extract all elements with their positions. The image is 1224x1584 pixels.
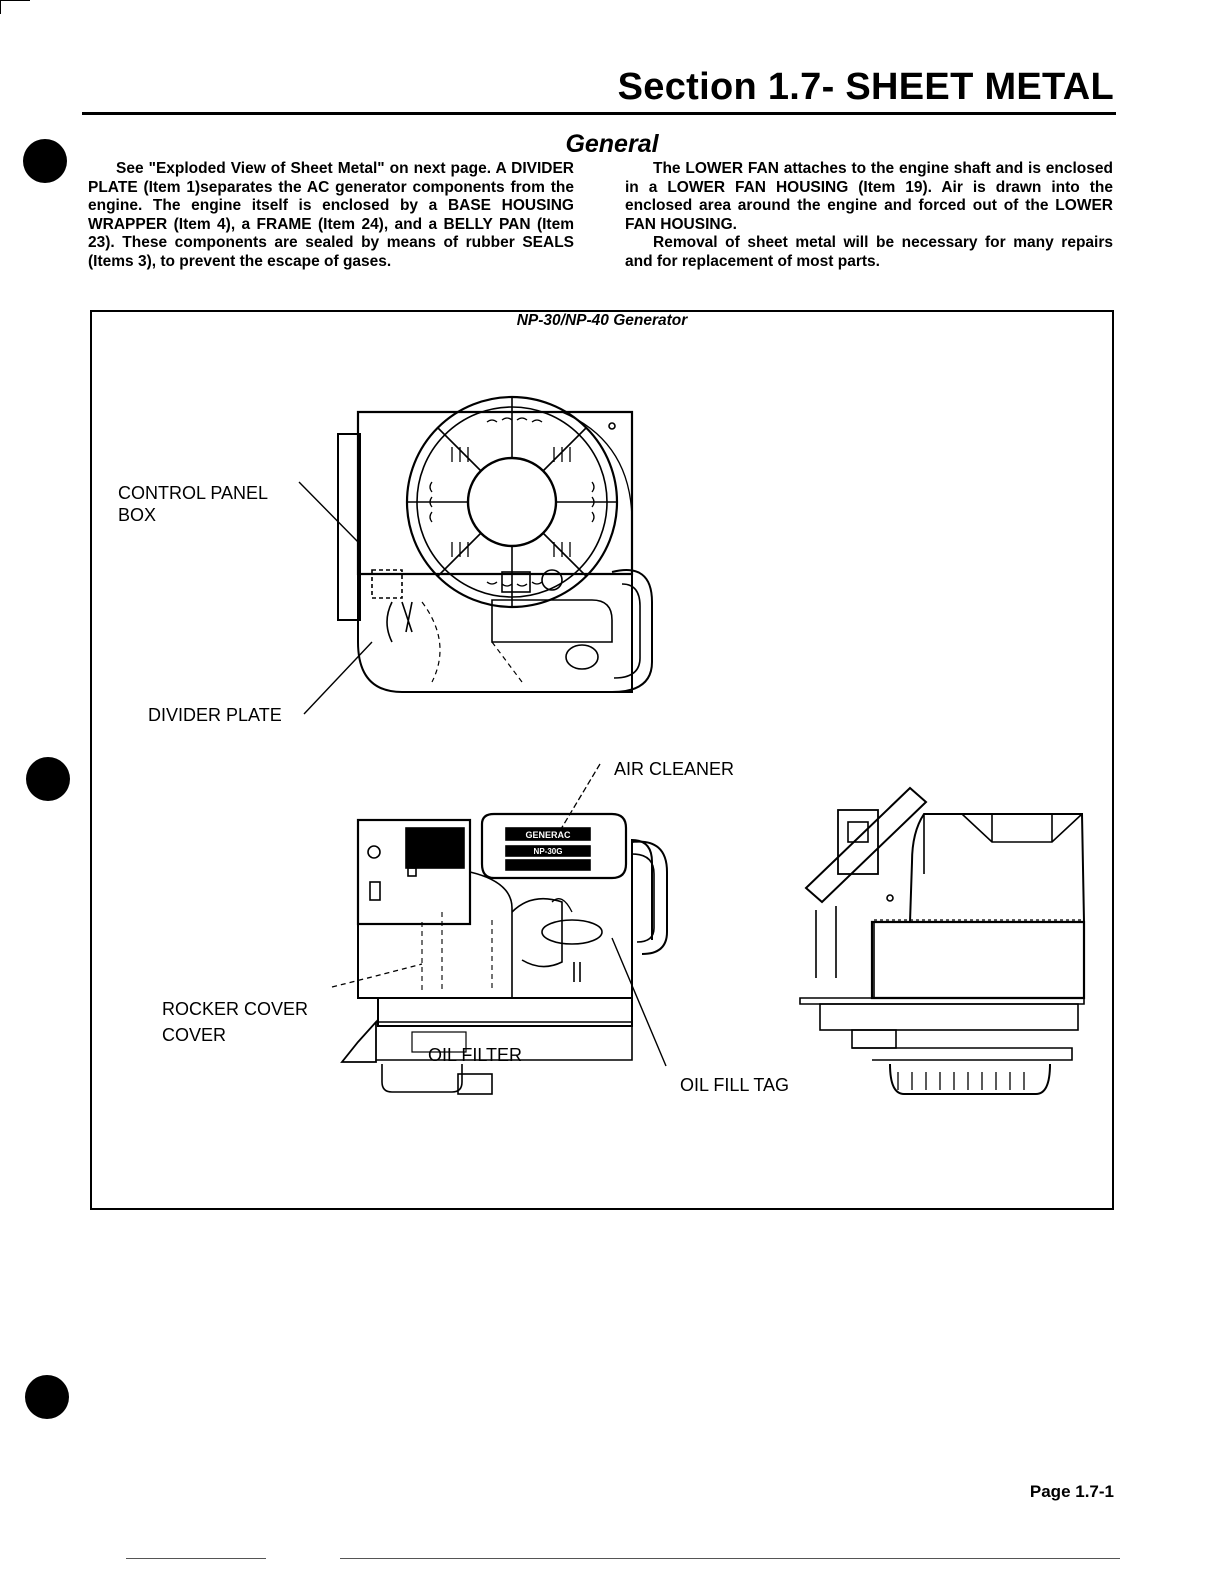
- binder-hole-top: [23, 139, 67, 183]
- nameplate-model: NP-30G: [534, 847, 563, 856]
- binder-hole-bottom: [25, 1375, 69, 1419]
- general-left-paragraph: See "Exploded View of Sheet Metal" on ne…: [88, 160, 574, 270]
- general-right-column: The LOWER FAN attaches to the engine sha…: [625, 160, 1113, 271]
- scan-edge-mark: [0, 0, 1, 14]
- scan-edge-mark: [0, 0, 30, 1]
- header-rule: [82, 112, 1116, 115]
- binder-hole-middle: [26, 757, 70, 801]
- nameplate-brand: GENERAC: [525, 830, 571, 840]
- footer-rule-left: [126, 1558, 266, 1559]
- generator-front-view: [298, 395, 653, 715]
- label-control-panel-line1: CONTROL PANEL: [118, 483, 269, 503]
- label-divider-plate: DIVIDER PLATE: [148, 705, 282, 725]
- general-heading: General: [565, 130, 659, 158]
- generator-end-view: [799, 786, 1086, 1095]
- footer-rule-right: [340, 1558, 1120, 1559]
- label-rocker-cover-line2: COVER: [162, 1025, 227, 1045]
- label-air-cleaner: AIR CLEANER: [614, 759, 735, 779]
- generator-drawing: GENERAC NP-30G: [298, 395, 1086, 1095]
- figure-box: NP-30/NP-40 Generator: [90, 310, 1114, 1210]
- label-control-panel-line2: BOX: [118, 505, 157, 525]
- label-oil-filter: OIL FILTER: [428, 1045, 523, 1065]
- general-right-paragraph-1: The LOWER FAN attaches to the engine sha…: [625, 160, 1113, 233]
- general-right-paragraph-2: Removal of sheet metal will be necessary…: [625, 234, 1113, 270]
- generator-side-view: GENERAC NP-30G: [331, 763, 668, 1095]
- figure-caption: NP-30/NP-40 Generator: [516, 312, 688, 329]
- general-left-column: See "Exploded View of Sheet Metal" on ne…: [88, 160, 574, 271]
- label-rocker-cover-line1: ROCKER COVER: [162, 999, 309, 1019]
- label-oil-fill-tag: OIL FILL TAG: [680, 1075, 790, 1095]
- section-title: Section 1.7- SHEET METAL: [617, 66, 1114, 108]
- page-number: Page 1.7-1: [1029, 1482, 1114, 1501]
